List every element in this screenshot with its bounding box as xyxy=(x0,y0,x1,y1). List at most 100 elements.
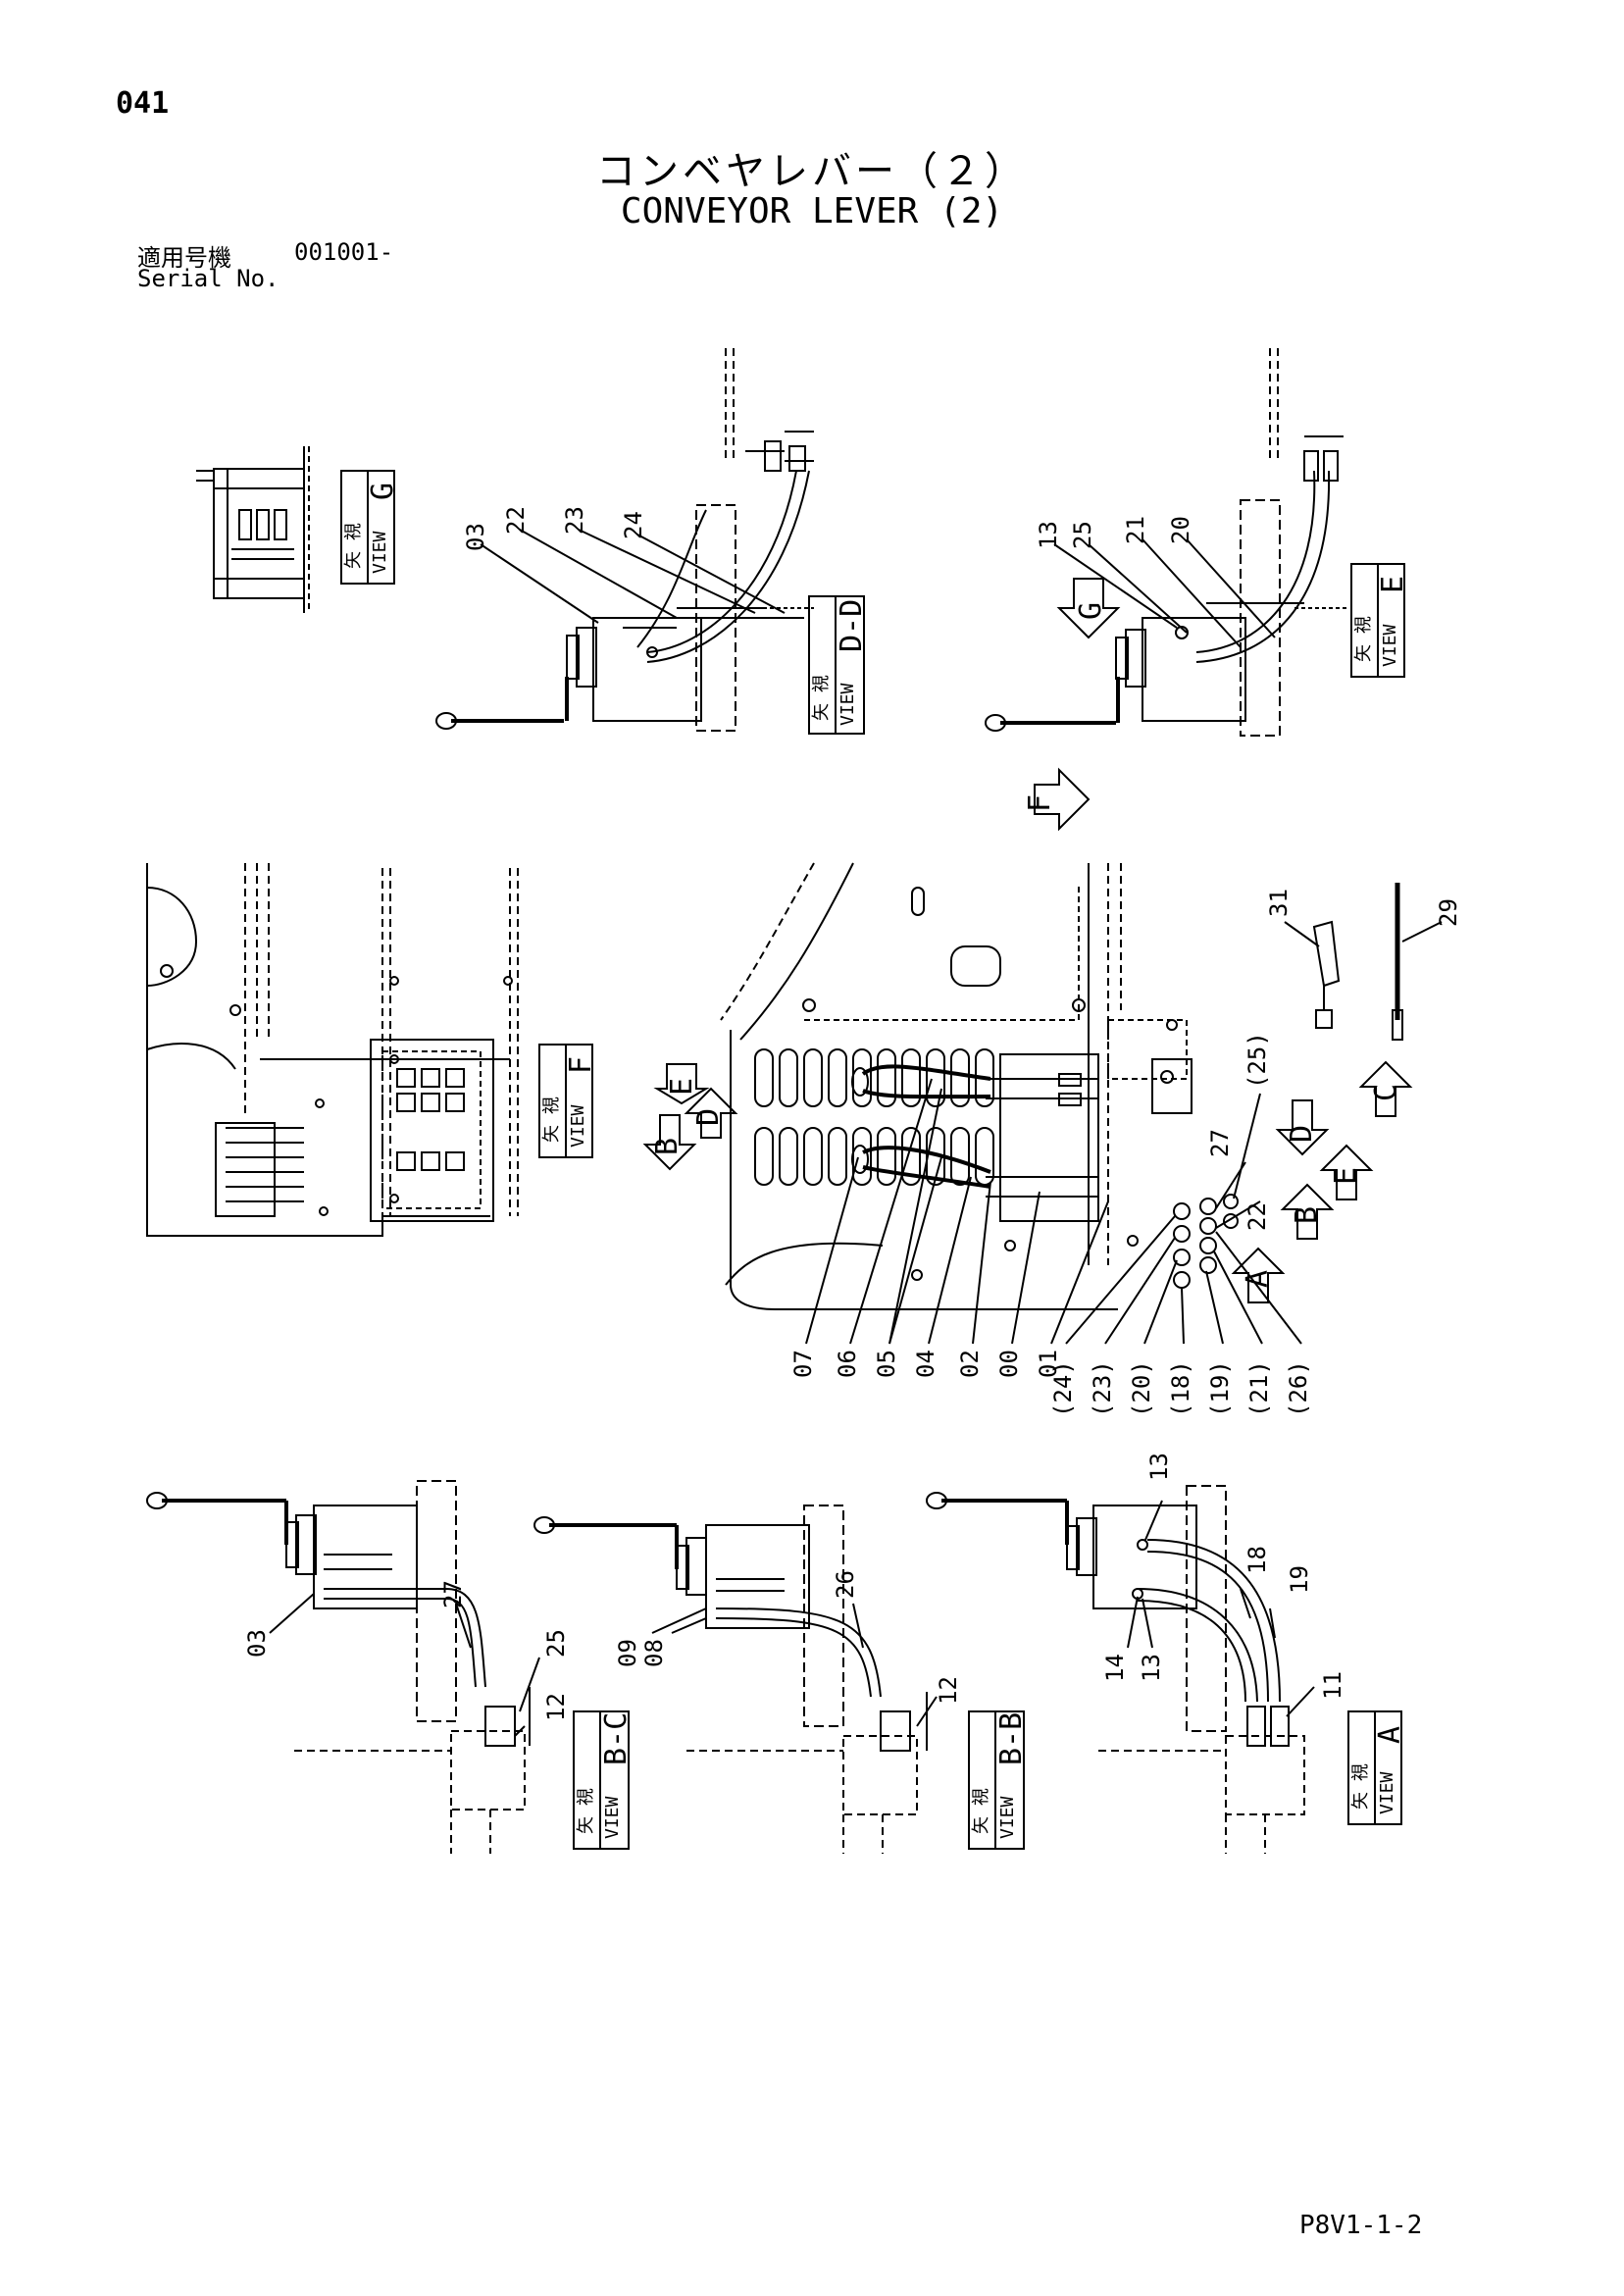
part-29-drawing xyxy=(1392,883,1443,1041)
label-plan-21p: (21) xyxy=(1245,1360,1273,1417)
label-bb-09: 09 xyxy=(614,1639,641,1667)
arrow-d-right: D xyxy=(1275,1099,1330,1156)
label-plan-27: 27 xyxy=(1206,1129,1234,1157)
arrow-b-right: B xyxy=(1280,1183,1335,1240)
label-bc-03: 03 xyxy=(243,1629,271,1658)
label-plan-02: 02 xyxy=(956,1350,984,1378)
label-plan-19p: (19) xyxy=(1206,1360,1234,1417)
label-plan-04: 04 xyxy=(912,1350,939,1378)
label-29: 29 xyxy=(1435,898,1462,927)
label-plan-01: 01 xyxy=(1035,1350,1062,1378)
arrow-g: G xyxy=(1056,578,1121,639)
view-a-letter: A xyxy=(1373,1726,1407,1744)
label-bb-26: 26 xyxy=(832,1570,859,1599)
label-plan-07: 07 xyxy=(789,1350,817,1378)
page-number: 041 xyxy=(116,86,170,121)
view-g-en: VIEW xyxy=(370,531,390,574)
label-dd-24: 24 xyxy=(620,511,647,539)
view-a-label: 矢 視 VIEW A xyxy=(1347,1710,1407,1825)
view-f-label: 矢 視 VIEW F xyxy=(538,1044,598,1158)
arrow-e-left: E xyxy=(653,1063,710,1105)
view-e-jp: 矢 視 xyxy=(1353,616,1374,662)
plan-view-paren-labels: (24) (23) (20) (18) (19) (21) (26) xyxy=(1049,1360,1312,1417)
view-dd-leaders xyxy=(480,529,786,624)
arrow-d-left: D xyxy=(684,1087,738,1139)
view-dd-drawing xyxy=(435,348,814,732)
label-bc-12: 12 xyxy=(542,1693,570,1721)
view-a-labels: 13 18 19 14 13 11 xyxy=(1101,1453,1346,1700)
serial-value: 001001- xyxy=(294,238,394,266)
view-g-drawing xyxy=(196,446,310,613)
label-dd-23: 23 xyxy=(561,506,588,535)
view-a-jp: 矢 視 xyxy=(1350,1763,1371,1810)
view-bc-label: 矢 視 VIEW B-C xyxy=(573,1710,634,1850)
view-f-letter: F xyxy=(564,1056,598,1074)
view-dd-labels: 03 22 23 24 xyxy=(462,506,647,551)
view-dd-jp: 矢 視 xyxy=(811,675,832,721)
view-bb-labels: 09 08 26 12 xyxy=(614,1570,962,1705)
label-dd-22: 22 xyxy=(502,506,530,535)
view-dd-en: VIEW xyxy=(837,683,858,726)
arrow-c-letter: C xyxy=(1369,1084,1403,1101)
view-e-en: VIEW xyxy=(1380,624,1400,667)
arrow-f: F xyxy=(1023,767,1091,832)
view-bc-letter: B-C xyxy=(599,1712,634,1765)
label-a-11: 11 xyxy=(1319,1671,1346,1700)
loose-part-labels: 31 29 xyxy=(1265,889,1462,927)
plan-view-leaders xyxy=(805,1078,1302,1345)
label-a-19: 19 xyxy=(1286,1565,1313,1594)
view-f-jp: 矢 視 xyxy=(541,1097,562,1143)
view-bb-jp: 矢 視 xyxy=(971,1788,991,1834)
arrow-b2-letter: B xyxy=(1290,1206,1324,1224)
label-plan-20p: (20) xyxy=(1128,1360,1155,1417)
label-plan-24p: (24) xyxy=(1049,1360,1077,1417)
plan-view-part-labels: 07 06 05 04 02 00 01 xyxy=(789,1350,1062,1378)
label-a-18: 18 xyxy=(1243,1546,1271,1574)
arrow-b1-letter: B xyxy=(650,1138,685,1155)
label-plan-05: 05 xyxy=(873,1350,900,1378)
page-code: P8V1-1-2 xyxy=(1299,2211,1423,2240)
arrow-d2-letter: D xyxy=(1285,1125,1319,1143)
arrow-a: A xyxy=(1231,1247,1286,1303)
label-e-13: 13 xyxy=(1035,521,1062,549)
label-bb-08: 08 xyxy=(640,1639,668,1667)
label-plan-00: 00 xyxy=(995,1350,1023,1378)
view-bb-drawing xyxy=(533,1505,928,1854)
view-bc-labels: 03 27 25 12 xyxy=(243,1580,570,1721)
label-plan-26p: (26) xyxy=(1285,1360,1312,1417)
view-g-letter: G xyxy=(366,483,400,500)
view-a-en: VIEW xyxy=(1377,1771,1397,1814)
view-f-en: VIEW xyxy=(568,1104,588,1148)
arrow-g-letter: G xyxy=(1074,602,1108,620)
label-dd-03: 03 xyxy=(462,523,489,551)
arrow-c: C xyxy=(1358,1060,1413,1117)
arrow-d1-letter: D xyxy=(691,1108,726,1126)
arrow-e1-letter: E xyxy=(665,1078,699,1096)
arrow-a-letter: A xyxy=(1241,1270,1275,1288)
part-31-drawing xyxy=(1284,920,1341,1029)
view-bb-en: VIEW xyxy=(997,1796,1018,1839)
label-plan-22: 22 xyxy=(1243,1202,1271,1231)
label-a-13-bottom: 13 xyxy=(1138,1654,1165,1682)
view-bb-letter: B-B xyxy=(994,1712,1029,1765)
label-plan-18p: (18) xyxy=(1167,1360,1194,1417)
plan-view-drawing xyxy=(720,862,1239,1310)
view-e-label: 矢 視 VIEW E xyxy=(1350,563,1410,678)
label-bc-25: 25 xyxy=(542,1629,570,1658)
view-g-label: 矢 視 VIEW G xyxy=(340,470,400,585)
arrow-e2-letter: E xyxy=(1329,1167,1363,1185)
label-plan-23p: (23) xyxy=(1089,1360,1116,1417)
view-e-leaders xyxy=(1053,538,1276,648)
view-e-drawing xyxy=(985,348,1348,737)
label-plan-25p: (25) xyxy=(1243,1032,1271,1089)
view-dd-letter: D-D xyxy=(835,599,869,652)
view-bc-jp: 矢 視 xyxy=(576,1788,596,1834)
arrow-f-letter: F xyxy=(1023,794,1057,812)
title-english: CONVEYOR LEVER (2) xyxy=(620,191,1004,231)
view-bb-leaders xyxy=(651,1603,938,1727)
label-e-25: 25 xyxy=(1069,521,1096,549)
label-e-21: 21 xyxy=(1122,516,1149,544)
serial-label-japanese: 適用号機 xyxy=(137,244,231,272)
label-a-14: 14 xyxy=(1101,1654,1129,1682)
